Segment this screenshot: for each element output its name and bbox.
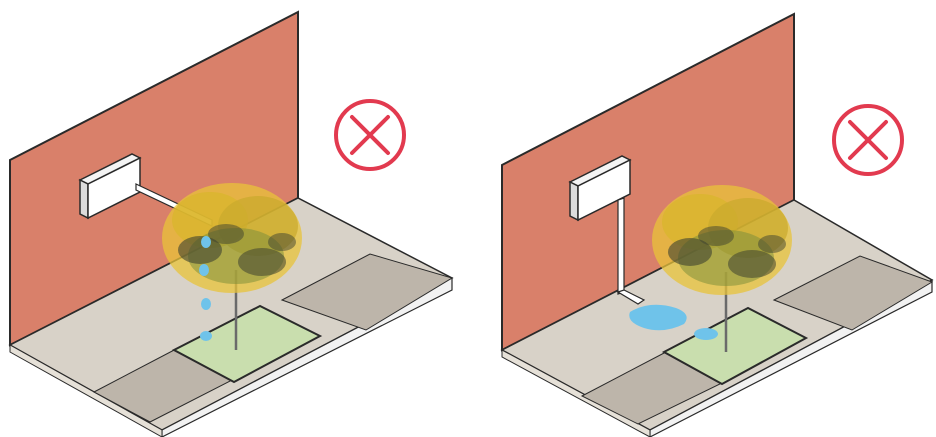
red-circled-x-icon xyxy=(336,101,404,169)
water-drop xyxy=(200,331,212,341)
tree-foliage xyxy=(162,183,302,293)
panel-drain-pipe-to-pavement xyxy=(480,0,936,437)
water-drop xyxy=(201,236,211,248)
drain-pipe xyxy=(618,198,624,294)
water-drop xyxy=(201,298,211,310)
panel-right-drawing xyxy=(480,0,936,437)
panel-drain-pipe-over-tree xyxy=(0,0,468,437)
panel-left-drawing xyxy=(0,0,468,437)
water-drop xyxy=(199,264,209,276)
water-puddle-small xyxy=(694,328,718,340)
red-circled-x-icon xyxy=(834,106,902,174)
tree-foliage xyxy=(652,185,792,295)
